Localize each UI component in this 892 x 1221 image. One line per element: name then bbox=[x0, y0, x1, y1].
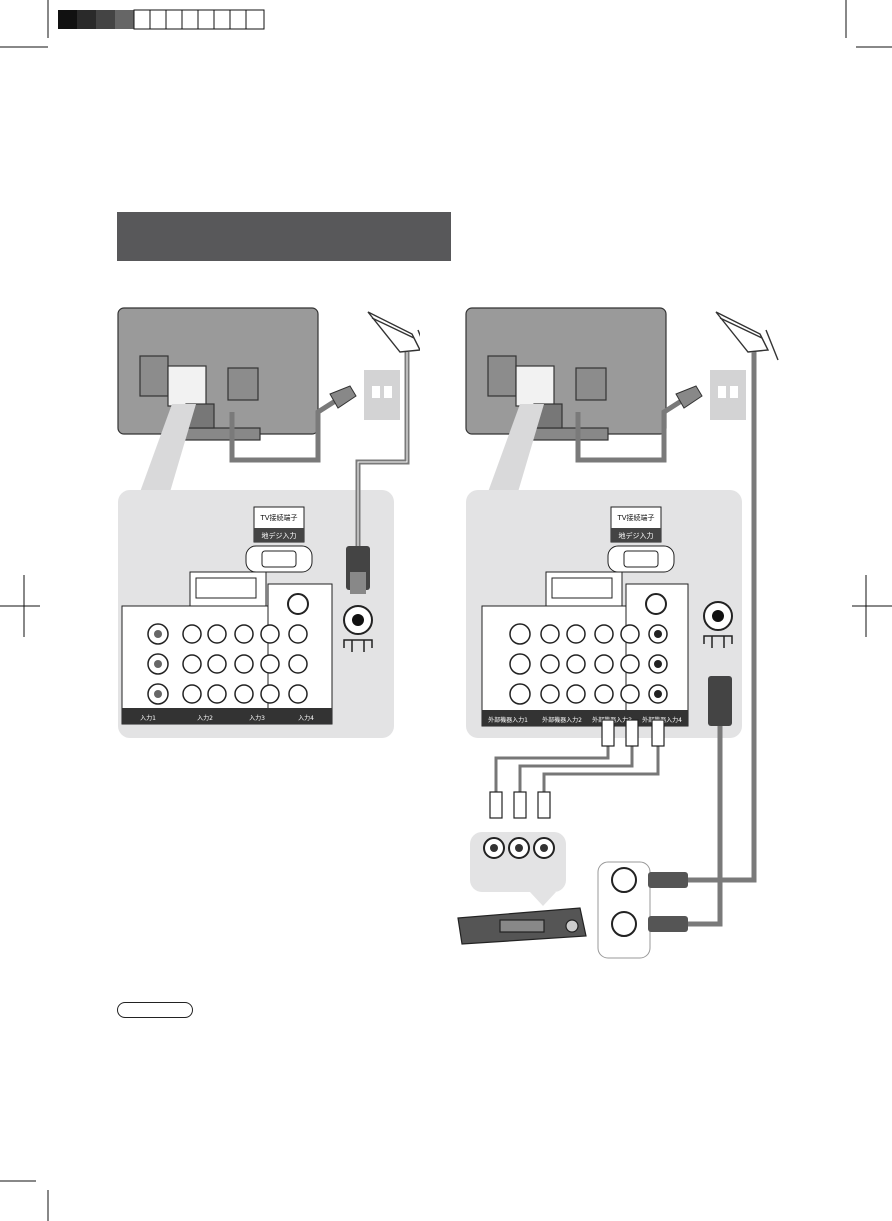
jack-label-3: 入力3 bbox=[249, 714, 265, 722]
power-cable-left bbox=[229, 395, 342, 463]
rca-plug-icon bbox=[489, 719, 665, 819]
top-label-line-1: TV接続端子 bbox=[259, 513, 297, 522]
antenna-cable-right bbox=[686, 352, 757, 883]
rca-jacks-right bbox=[509, 623, 668, 705]
tv-back-left bbox=[117, 307, 319, 441]
top-label-line-2: 地デジ入力 bbox=[619, 531, 654, 540]
registration-bar-icon bbox=[58, 9, 265, 30]
left-diagram: TV接続端子 地デジ入力 入力1 入力2 入力3 入力4 bbox=[117, 307, 420, 738]
power-plug-icon bbox=[329, 385, 357, 409]
antenna-icon bbox=[367, 311, 420, 353]
tv-back-right bbox=[465, 307, 667, 441]
wall-outlet-icon bbox=[364, 370, 400, 420]
rca-cables bbox=[494, 744, 660, 796]
av-receiver-icon bbox=[457, 907, 587, 945]
jack-label-4: 入力4 bbox=[298, 714, 314, 722]
wall-outlet-icon bbox=[710, 370, 746, 420]
power-plug-icon bbox=[675, 385, 703, 409]
jack-label-1: 外部機器入力1 bbox=[488, 716, 528, 724]
coax-plug-icon bbox=[708, 676, 732, 726]
note-label bbox=[117, 1002, 193, 1018]
section-header-bar bbox=[117, 212, 451, 261]
top-label-line-2: 地デジ入力 bbox=[262, 531, 297, 540]
jack-label-1: 入力1 bbox=[140, 714, 156, 722]
coax-cable-right bbox=[686, 726, 723, 927]
jack-label-2: 入力2 bbox=[197, 714, 213, 722]
jack-label-2: 外部機器入力2 bbox=[542, 716, 582, 724]
top-label-line-1: TV接続端子 bbox=[616, 513, 654, 522]
power-cable-right bbox=[575, 395, 688, 463]
right-diagram: TV接続端子 地デジ入力 外部機器入力1 外部機器入力2 外部機器入力3 外部機… bbox=[457, 307, 779, 959]
antenna-icon bbox=[715, 311, 779, 361]
